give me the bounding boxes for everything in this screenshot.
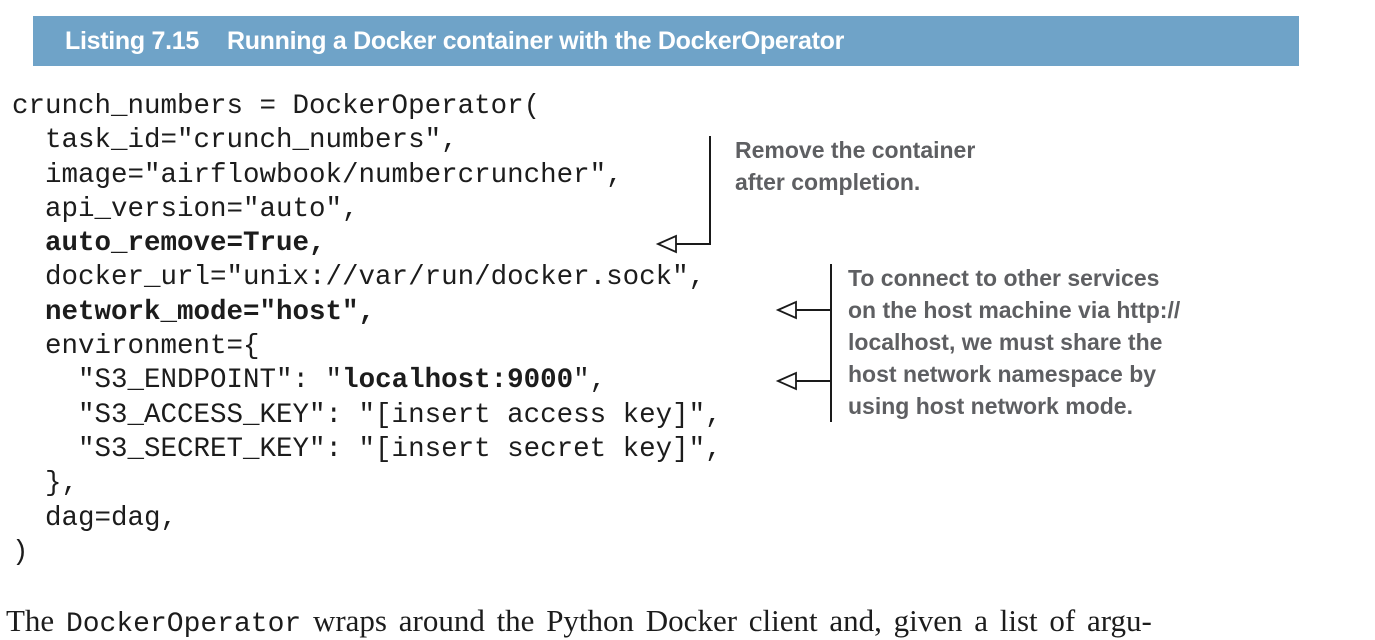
callout-separator-line [830, 264, 832, 422]
listing-header-bar: Listing 7.15 Running a Docker container … [33, 16, 1299, 66]
annotation-line: after completion. [735, 169, 921, 195]
code-listing: crunch_numbers = DockerOperator( task_id… [12, 90, 722, 570]
code-line: }, [12, 468, 79, 500]
code-line: ) [12, 536, 29, 568]
code-line: environment={ [12, 331, 260, 363]
code-line: auto_remove=True, [12, 228, 326, 260]
listing-number-label: Listing 7.15 [65, 26, 199, 55]
annotation-line: on the host machine via http:// [848, 297, 1181, 323]
annotation-line: using host network mode. [848, 393, 1133, 419]
listing-title: Running a Docker container with the Dock… [226, 26, 844, 55]
code-line: docker_url="unix://var/run/docker.sock", [12, 262, 706, 294]
annotation-host-network: To connect to other services on the host … [848, 262, 1180, 422]
code-line: "S3_ENDPOINT": "localhost:9000", [12, 365, 607, 397]
callout-arrow-network-mode-icon [775, 300, 832, 320]
body-text-prefix: The [6, 603, 66, 638]
code-line: crunch_numbers = DockerOperator( [12, 91, 541, 122]
code-line: api_version="auto", [12, 193, 359, 225]
body-paragraph: The DockerOperator wraps around the Pyth… [6, 603, 1152, 640]
annotation-line: To connect to other services [848, 265, 1160, 291]
code-line: network_mode="host", [12, 296, 376, 328]
annotation-remove-container: Remove the container after completion. [735, 134, 975, 198]
body-text-inline-code: DockerOperator [65, 609, 302, 640]
code-line: task_id="crunch_numbers", [12, 125, 458, 157]
annotation-line: host network namespace by [848, 361, 1157, 387]
callout-arrow-auto-remove-icon [655, 136, 711, 254]
callout-arrow-s3-endpoint-icon [775, 371, 832, 391]
code-line: image="airflowbook/numbercruncher", [12, 159, 623, 191]
annotation-line: localhost, we must share the [848, 329, 1163, 355]
body-text-suffix: wraps around the Python Docker client an… [301, 603, 1152, 638]
code-line: "S3_SECRET_KEY": "[insert secret key]", [12, 433, 722, 465]
code-line: "S3_ACCESS_KEY": "[insert access key]", [12, 399, 722, 431]
annotation-line: Remove the container [735, 137, 976, 163]
code-line: dag=dag, [12, 502, 178, 534]
